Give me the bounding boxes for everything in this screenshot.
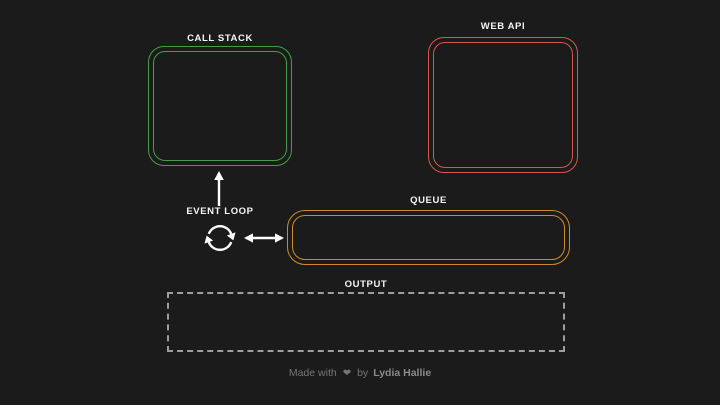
queue-inner-border — [292, 215, 565, 260]
footer-credit: Made with ❤ by Lydia Hallie — [0, 367, 720, 379]
left-right-arrow-icon — [244, 233, 284, 243]
web-api-box — [428, 37, 578, 173]
output-label: OUTPUT — [344, 279, 388, 290]
queue-label: QUEUE — [410, 195, 447, 206]
web-api-inner-border — [433, 42, 573, 168]
footer-made-with-text: Made with — [288, 367, 337, 379]
footer-by-text: by — [357, 367, 369, 379]
loop-cycle-icon — [204, 225, 236, 251]
queue-outer-border — [287, 210, 570, 265]
heart-icon: ❤ — [342, 367, 352, 379]
call-stack-inner-border — [153, 51, 287, 161]
footer-author-name: Lydia Hallie — [373, 367, 432, 379]
web-api-label: WEB API — [480, 21, 526, 32]
web-api-outer-border — [428, 37, 578, 173]
event-loop-label: EVENT LOOP — [186, 206, 254, 217]
output-box — [167, 292, 565, 352]
call-stack-box — [148, 46, 292, 166]
call-stack-outer-border — [148, 46, 292, 166]
call-stack-label: CALL STACK — [187, 33, 253, 44]
queue-box — [287, 210, 570, 265]
up-arrow-icon — [214, 171, 224, 206]
